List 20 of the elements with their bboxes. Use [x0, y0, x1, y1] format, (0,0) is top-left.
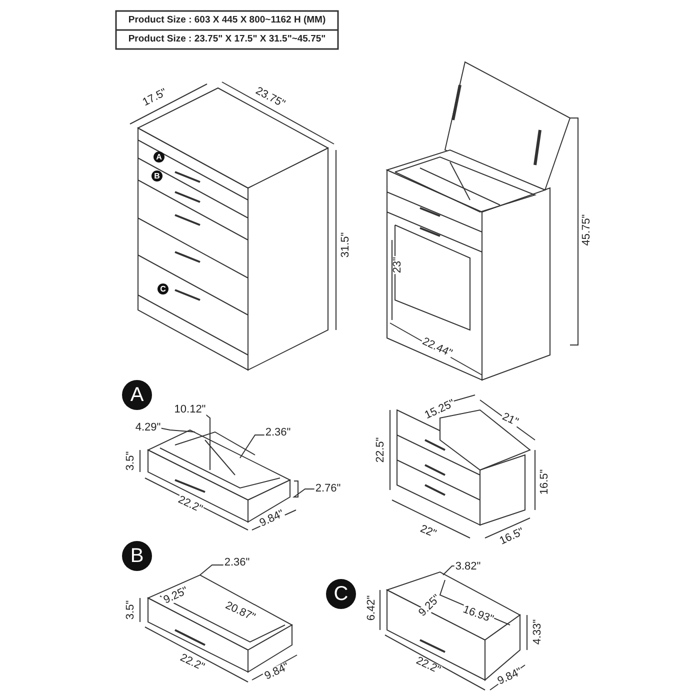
dimension-label: 10.12" — [173, 404, 207, 416]
dimension-label: 31.5" — [340, 231, 352, 259]
dimension-label: 2.36" — [223, 558, 251, 568]
dimension-label: 4.33" — [532, 618, 544, 646]
size-text: Product Size : 603 X 445 X 800~1162 H (MM) — [128, 15, 326, 25]
dimension-label: 4.29" — [134, 422, 162, 434]
dimension-label: 16.5" — [540, 468, 550, 496]
dimension-label: 3.5" — [126, 599, 136, 621]
callout-letter: C — [326, 579, 356, 609]
dimension-label: 3.82" — [454, 562, 482, 572]
dimension-label: 2.76" — [314, 484, 342, 494]
dimension-label: 22.5" — [376, 436, 386, 464]
dimension-label: 45.75" — [582, 213, 592, 247]
size-text: Product Size : 23.75" X 17.5" X 31.5"~45.75" — [128, 34, 326, 44]
dimension-label: 2.36" — [264, 428, 292, 438]
dimension-label: 3.5" — [126, 450, 136, 472]
callout-letter: A — [122, 380, 152, 410]
dimension-label: 6.42" — [366, 594, 378, 622]
dimension-label: 23" — [392, 256, 404, 274]
callout-letter: B — [122, 541, 152, 571]
